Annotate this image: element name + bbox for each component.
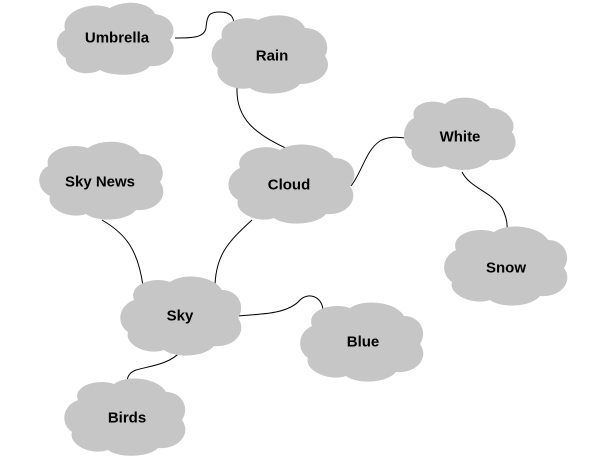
node-label: Sky News [65,174,135,191]
node-label: Sky [167,308,194,325]
node-label: Blue [347,334,380,351]
node-label: Cloud [268,177,311,194]
node-label: Umbrella [85,30,150,47]
cloud-node-snow: Snow [444,226,568,306]
node-label: Snow [486,260,526,277]
edge-umbrella-rain [174,11,235,39]
edge-cloud-sky [214,219,253,293]
node-label: Rain [256,48,289,65]
edge-rain-cloud [236,87,291,151]
cloud-node-birds: Birds [64,378,186,456]
node-label: White [440,129,481,146]
edge-sky-blue [235,295,324,317]
edge-cloud-white [350,136,407,187]
cloud-node-white: White [403,97,516,170]
cloud-node-umbrella: Umbrella [56,2,174,75]
node-label: Birds [108,410,146,427]
cloud-node-sky-news: Sky News [39,141,164,220]
cloud-node-rain: Rain [211,15,329,94]
cloud-node-cloud: Cloud [228,144,355,224]
edge-skynews-sky [101,219,144,287]
edge-white-snow [461,171,508,235]
cloud-node-sky: Sky [120,276,242,356]
cloud-node-blue: Blue [300,302,424,382]
connectors [101,11,508,385]
